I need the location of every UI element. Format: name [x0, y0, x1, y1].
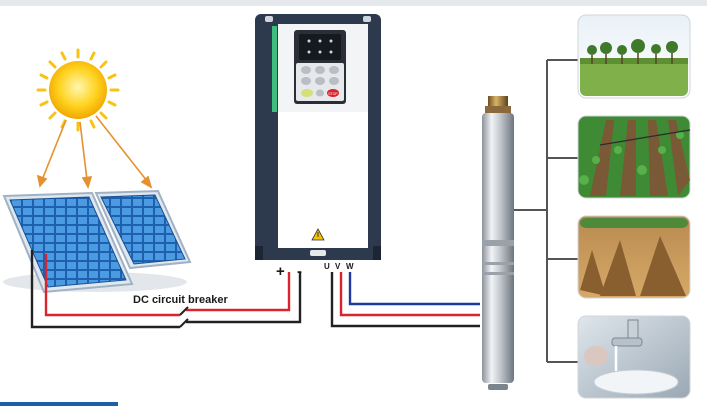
stop-key-label: STOP	[328, 92, 338, 96]
dc-wiring	[30, 250, 302, 329]
application-dry-land	[577, 215, 691, 299]
application-orchard	[577, 14, 691, 99]
dc-circuit-breaker-symbol	[179, 306, 189, 328]
application-drip-irrigation	[577, 115, 691, 199]
dc-negative-label: -	[297, 263, 302, 280]
terminal-v-label: V	[335, 262, 341, 271]
pump-inverter: STOP	[255, 14, 381, 260]
inverter-accent-strip	[272, 26, 277, 112]
inverter-display	[299, 34, 341, 60]
top-strip	[0, 0, 707, 6]
dc-circuit-breaker-label: DC circuit breaker	[133, 294, 228, 306]
terminal-w-label: W	[346, 262, 354, 271]
distribution-lines	[514, 59, 580, 363]
orchard-icon	[587, 39, 678, 55]
bottom-accent-bar	[0, 402, 118, 406]
dc-positive-label: +	[276, 263, 285, 280]
sun-icon	[36, 48, 120, 132]
drip-irrigation-field-icon	[579, 120, 691, 196]
stop-key	[327, 89, 339, 97]
ac-wiring	[330, 272, 480, 328]
submersible-pump	[482, 96, 514, 390]
water-faucet-icon	[584, 319, 679, 395]
application-water-supply	[577, 315, 691, 399]
sun-ray-arrows	[36, 115, 153, 190]
dry-soil-icon	[580, 236, 686, 296]
terminal-u-label: U	[324, 262, 330, 271]
solar-panel-array	[2, 189, 192, 294]
run-key	[301, 89, 313, 97]
